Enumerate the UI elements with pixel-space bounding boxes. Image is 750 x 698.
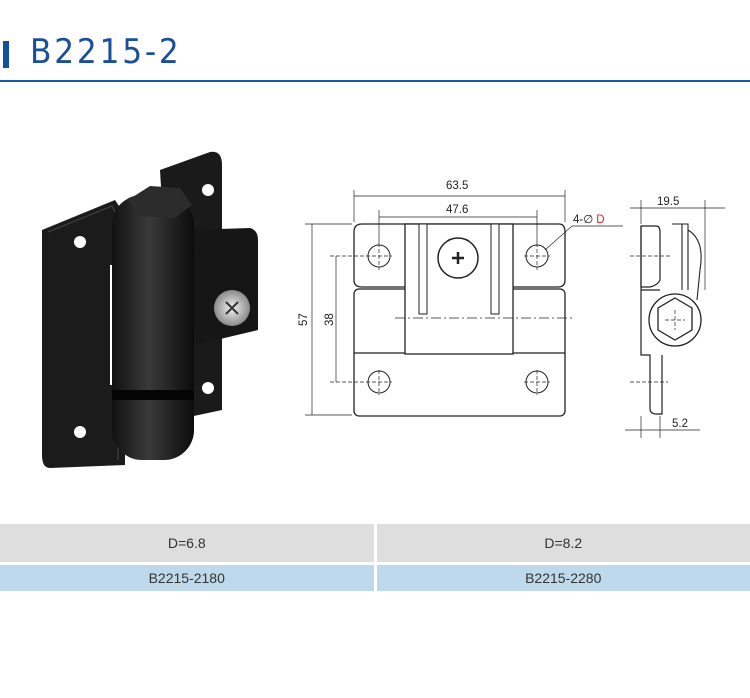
dim-hole-spacing-y: 38 [324,313,336,326]
dim-hole-spacing-x: 47.6 [446,204,468,216]
table-row: B2215-2180 B2215-2280 [0,565,750,591]
table-header-cell: D=8.2 [376,524,750,562]
hinge-product-photo [42,151,258,468]
page-title: B2215-2 [30,32,182,72]
title-divider [0,80,750,82]
dim-overall-width: 63.5 [446,180,468,192]
variant-table: D=6.8 D=8.2 B2215-2180 B2215-2280 [0,524,750,594]
table-cell-part-number: B2215-2180 [0,565,374,591]
hole-callout: 4-∅D [573,214,605,226]
table-header-row: D=6.8 D=8.2 [0,524,750,562]
hole-callout-variable: D [596,214,604,226]
front-view [305,190,623,417]
dim-overall-height: 57 [298,313,310,326]
hole-callout-prefix: 4-∅ [573,214,593,226]
dim-side-thickness: 5.2 [672,418,688,430]
side-view [625,200,725,438]
title-accent-bar [3,41,9,68]
table-cell-part-number: B2215-2280 [376,565,750,591]
hinge-technical-drawing: 63.5 47.6 57 38 4-∅D 19.5 5.2 [298,180,725,438]
dim-side-depth: 19.5 [657,196,679,208]
table-header-cell: D=6.8 [0,524,374,562]
